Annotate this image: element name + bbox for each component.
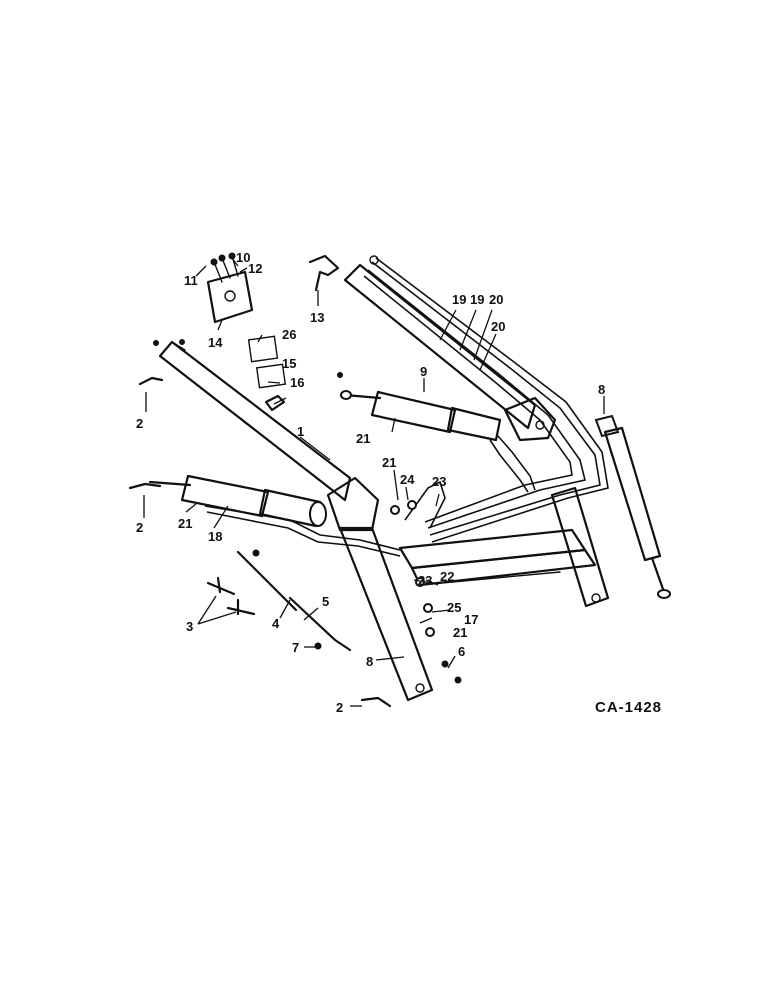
- callout-9: 9: [420, 364, 427, 379]
- callout-24: 24: [400, 472, 415, 487]
- callout-2-middle: 2: [136, 520, 143, 535]
- callout-21-d: 21: [453, 625, 467, 640]
- callout-20-b: 20: [491, 319, 505, 334]
- hose-fittings: [390, 480, 446, 637]
- callout-12: 12: [248, 261, 262, 276]
- diagram-reference-code: CA-1428: [595, 699, 662, 716]
- callout-2-lower: 2: [336, 700, 343, 715]
- callout-18: 18: [208, 529, 222, 544]
- callout-20-a: 20: [489, 292, 503, 307]
- leader-lines: [143, 257, 605, 707]
- callout-19-a: 19: [452, 292, 466, 307]
- callout-6: 6: [458, 644, 465, 659]
- control-valve-block: [206, 252, 254, 324]
- support-stand: [594, 414, 671, 599]
- callout-26: 26: [282, 327, 296, 342]
- callout-10: 10: [236, 250, 250, 265]
- callout-11: 11: [184, 273, 198, 288]
- hydraulic-tubes: [363, 255, 609, 543]
- upright-frame: [398, 486, 610, 608]
- callout-16: 16: [290, 375, 304, 390]
- callout-23-b: 23: [418, 573, 432, 588]
- callouts: 1 2 2 2 3 4 5 6 7 8 8 9 10 11 12 13 14 1…: [136, 250, 605, 715]
- callout-17: 17: [464, 612, 478, 627]
- left-boom-arm: [158, 340, 434, 702]
- callout-22: 22: [440, 569, 454, 584]
- callout-8-right: 8: [598, 382, 605, 397]
- mounting-bracket: [308, 254, 340, 292]
- callout-14: 14: [208, 335, 223, 350]
- callout-21-c: 21: [382, 455, 396, 470]
- callout-3: 3: [186, 619, 193, 634]
- upper-lift-cylinder: [340, 390, 536, 493]
- pins-and-hardware: [128, 339, 462, 708]
- callout-7: 7: [292, 640, 299, 655]
- callout-2-upper: 2: [136, 416, 143, 431]
- lower-lift-cylinder: [148, 474, 401, 557]
- callout-5: 5: [322, 594, 329, 609]
- plates-and-bolt: [247, 335, 287, 412]
- callout-23-a: 23: [432, 474, 446, 489]
- callout-19-b: 19: [470, 292, 484, 307]
- callout-1: 1: [297, 424, 304, 439]
- callout-4: 4: [272, 616, 280, 631]
- callout-13: 13: [310, 310, 324, 325]
- callout-25: 25: [447, 600, 461, 615]
- callout-21-b: 21: [178, 516, 192, 531]
- callout-15: 15: [282, 356, 296, 371]
- callout-8-left: 8: [366, 654, 373, 669]
- callout-21-a: 21: [356, 431, 370, 446]
